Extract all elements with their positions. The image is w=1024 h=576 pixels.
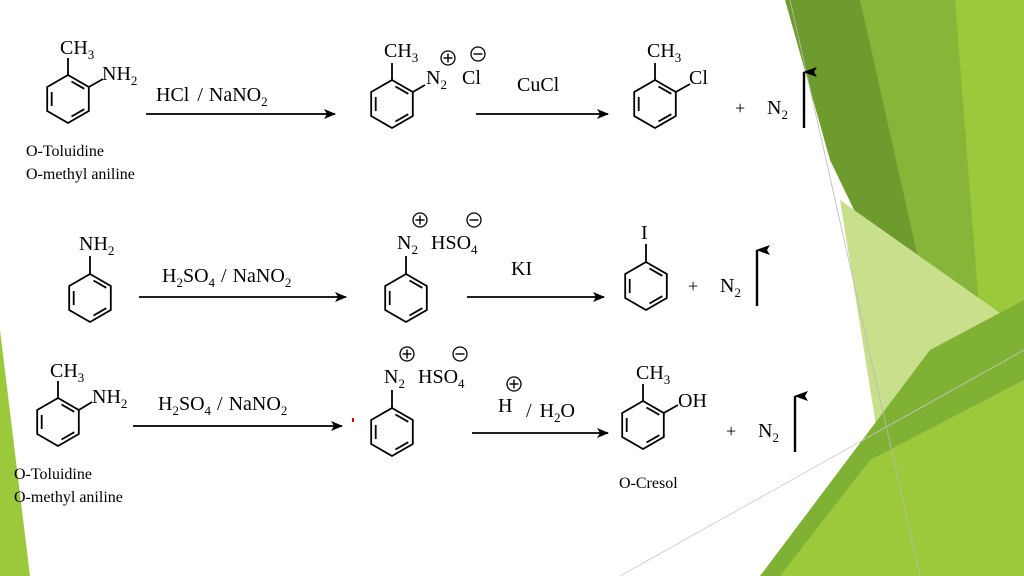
n2-byproduct-label: N2 bbox=[758, 420, 779, 445]
product-name-3: O-Cresol bbox=[619, 475, 678, 492]
reactant-alt-name-1: O-methyl aniline bbox=[26, 166, 135, 183]
benzene-ring-intermediate-1 bbox=[370, 79, 414, 129]
negative-charge-icon bbox=[452, 346, 468, 362]
plus-sign: + bbox=[726, 421, 736, 441]
thin-line-1 bbox=[789, 0, 921, 576]
reaction-row-3: CH3 NH2 O-Toluidine O-methyl aniline H2S… bbox=[14, 346, 808, 506]
reactant-name-3: O-Toluidine bbox=[14, 466, 92, 483]
positive-charge-icon bbox=[412, 212, 428, 228]
nh2-label: NH2 bbox=[92, 386, 127, 411]
positive-charge-icon bbox=[440, 50, 456, 66]
bond-n2-intermediate-1 bbox=[412, 84, 426, 93]
ch3-label: CH3 bbox=[647, 40, 681, 65]
positive-charge-icon bbox=[399, 346, 415, 362]
benzene-ring-intermediate-3 bbox=[370, 407, 414, 457]
nh2-label: NH2 bbox=[79, 233, 114, 258]
ch3-label: CH3 bbox=[384, 40, 418, 65]
green-facet-left bbox=[0, 330, 30, 576]
ch3-label: CH3 bbox=[60, 37, 94, 62]
benzene-ring-product-3 bbox=[621, 400, 665, 450]
plus-sign: + bbox=[688, 276, 698, 296]
n2-label: N2 bbox=[397, 232, 418, 257]
n2-label: N2 bbox=[426, 67, 447, 92]
green-facet-bottom-light bbox=[780, 380, 1024, 576]
reactant-name-1: O-Toluidine bbox=[26, 143, 104, 160]
reagent-label-2: CuCl bbox=[517, 74, 560, 96]
counter-ion-label: HSO4 bbox=[431, 232, 478, 257]
nh2-label: NH2 bbox=[102, 63, 137, 88]
thin-line-2 bbox=[619, 349, 1024, 576]
bond-nh2-reactant-3 bbox=[78, 401, 93, 411]
proton-label: H bbox=[498, 395, 512, 417]
n2-byproduct-label: N2 bbox=[767, 97, 788, 122]
red-mark bbox=[352, 418, 354, 422]
n2-byproduct-label: N2 bbox=[720, 275, 741, 300]
iodine-label: I bbox=[641, 222, 648, 244]
benzene-ring-product-2 bbox=[624, 261, 668, 311]
reactant-alt-name-3: O-methyl aniline bbox=[14, 489, 123, 506]
bond-oh-product-3 bbox=[663, 404, 679, 414]
bond-nh2-reactant-1 bbox=[88, 78, 104, 88]
reagent-label-5: H2SO4/NaNO2 bbox=[158, 393, 287, 418]
negative-charge-icon bbox=[466, 212, 482, 228]
reagent-label-3: H2SO4/NaNO2 bbox=[162, 265, 291, 290]
plus-sign: + bbox=[735, 98, 745, 118]
benzene-ring-reactant-2 bbox=[68, 273, 112, 323]
reaction-row-1: CH3 NH2 O-Toluidine O-methyl aniline HCl… bbox=[26, 37, 817, 183]
counter-ion-label: HSO4 bbox=[418, 366, 465, 391]
ch3-label: CH3 bbox=[636, 362, 670, 387]
n2-label: N2 bbox=[384, 366, 405, 391]
reaction-row-2: NH2 H2SO4/NaNO2 N2 HSO4 KI I + N2 bbox=[68, 212, 770, 323]
benzene-ring-intermediate-2 bbox=[384, 273, 428, 323]
oh-label: OH bbox=[678, 390, 707, 412]
positive-charge-icon bbox=[506, 376, 522, 392]
counter-ion-label: Cl bbox=[462, 67, 481, 89]
ch3-label: CH3 bbox=[50, 360, 84, 385]
cl-label: Cl bbox=[689, 67, 708, 89]
reagent-label-4: KI bbox=[511, 258, 532, 280]
benzene-ring-product-1 bbox=[633, 79, 677, 129]
reagent-label-1: HCl/NaNO2 bbox=[156, 84, 268, 109]
benzene-ring-reactant-1 bbox=[46, 74, 90, 124]
bond-cl-product-1 bbox=[675, 83, 691, 93]
benzene-ring-reactant-3 bbox=[36, 397, 80, 447]
water-label: /H2O bbox=[526, 400, 575, 425]
negative-charge-icon bbox=[470, 46, 486, 62]
